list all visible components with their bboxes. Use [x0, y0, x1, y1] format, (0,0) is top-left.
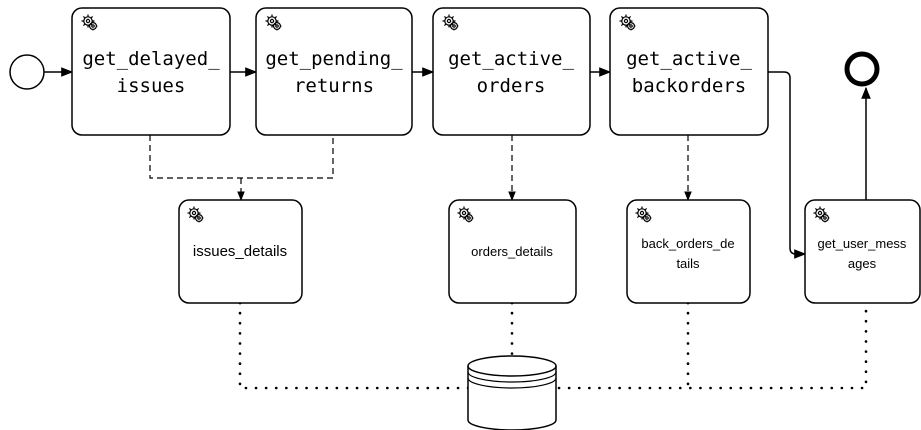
task-issues-details[interactable]: issues_details: [178, 199, 303, 304]
task-back-orders-details[interactable]: back_orders_de tails: [626, 199, 751, 304]
task-get-user-messages[interactable]: get_user_mess ages: [804, 199, 921, 304]
task-orders-details[interactable]: orders_details: [448, 199, 577, 304]
data-store-icon: [467, 355, 557, 430]
task-label-line: get_delayed_: [82, 48, 220, 70]
task-get-pending-returns[interactable]: get_pending_ returns: [255, 7, 413, 136]
task-label-line: returns: [294, 75, 374, 97]
task-label-line: get_active_: [448, 48, 574, 70]
task-label-line: ages: [848, 256, 877, 271]
task-label-line: get_pending_: [265, 48, 403, 70]
task-label-line: get_user_mess: [818, 236, 907, 251]
task-label-line: issues_details: [193, 243, 287, 260]
task-get-delayed-issues[interactable]: get_delayed_ issues: [71, 7, 231, 136]
task-label-line: orders_details: [471, 244, 553, 259]
assoc-delayed-pending: [149, 135, 334, 179]
task-get-active-backorders[interactable]: get_active_ backorders: [609, 7, 769, 136]
task-get-active-orders[interactable]: get_active_ orders: [432, 7, 591, 136]
task-label-line: back_orders_de: [641, 236, 734, 251]
task-label-line: issues: [117, 75, 186, 97]
task-label-line: tails: [676, 256, 700, 271]
task-label-line: get_active_: [626, 48, 752, 70]
start-event: [9, 54, 45, 90]
task-label-line: orders: [477, 75, 546, 97]
flow-backorders-to-messages: [768, 71, 807, 259]
task-label-line: backorders: [632, 75, 746, 97]
end-event: [844, 51, 880, 87]
